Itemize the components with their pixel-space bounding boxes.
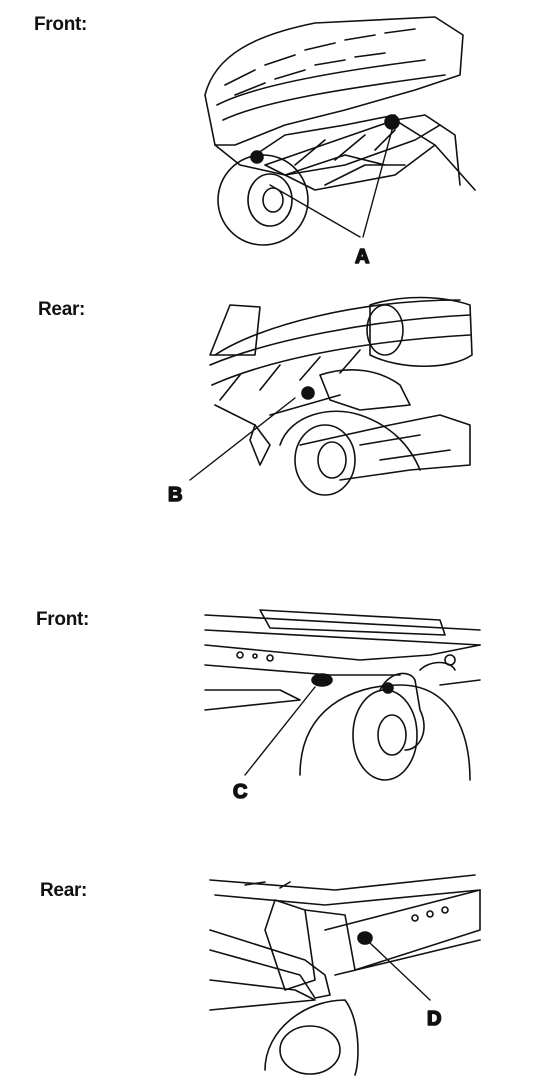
illustration-rear-frame-d: D xyxy=(205,870,485,1075)
callout-a: A xyxy=(355,246,369,268)
panel-front-a: Front: A xyxy=(0,0,544,270)
bolt-c-2 xyxy=(383,683,393,693)
panel-label-rear-2: Rear: xyxy=(40,880,88,901)
bolt-b xyxy=(302,387,314,399)
panel-label-rear: Rear: xyxy=(38,299,86,320)
illustration-rear-underbody-b: B xyxy=(167,295,480,507)
bolt-a-right xyxy=(385,115,399,129)
bolt-a-left xyxy=(251,151,263,163)
panel-label-front: Front: xyxy=(34,14,88,35)
panel-rear-d: Rear: D xyxy=(0,860,544,1080)
panel-label-front-2: Front: xyxy=(36,609,90,630)
illustration-front-underbody-a: A xyxy=(195,15,485,269)
callout-c: C xyxy=(233,781,247,803)
bolt-c xyxy=(312,674,332,686)
panel-front-c: Front: C xyxy=(0,595,544,810)
illustration-front-frame-c: C xyxy=(200,600,485,804)
panel-rear-b: Rear: B xyxy=(0,285,544,515)
callout-d: D xyxy=(427,1008,441,1030)
callout-b: B xyxy=(168,484,182,506)
bolt-d xyxy=(358,932,372,944)
